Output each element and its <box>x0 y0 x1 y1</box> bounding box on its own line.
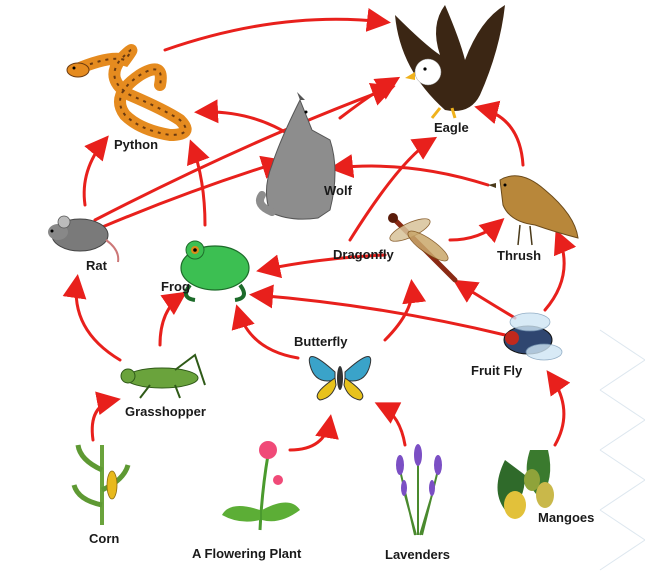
arrow-fruitfly-thrush <box>543 229 577 312</box>
arrow-grasshopper-frog <box>158 291 187 347</box>
dragonfly-illustration <box>388 213 458 283</box>
label-mangoes: Mangoes <box>538 510 595 525</box>
lavenders-illustration <box>396 444 442 536</box>
label-rat: Rat <box>86 258 107 273</box>
arrow-dragonfly-thrush <box>448 217 505 243</box>
arrow-fruitfly-frog <box>249 284 507 337</box>
label-python: Python <box>114 137 159 152</box>
arrow-wolf-eagle <box>338 76 401 120</box>
arrow-dragonfly-eagle <box>348 136 438 242</box>
thrush-illustration <box>488 175 579 246</box>
label-grasshopper: Grasshopper <box>125 404 206 419</box>
label-corn: Corn <box>89 531 120 546</box>
arrow-rat-python <box>82 135 109 207</box>
arrow-lavenders-butterfly <box>374 402 407 447</box>
wolf-illustration <box>256 92 336 220</box>
fruitfly-illustration <box>503 312 563 361</box>
grasshopper-illustration <box>120 353 206 399</box>
arrow-rat-eagle <box>93 83 396 222</box>
arrow-python-eagle <box>163 8 391 52</box>
label-wolf: Wolf <box>324 183 352 198</box>
arrow-wolf-python <box>194 99 292 137</box>
label-eagle: Eagle <box>434 120 469 135</box>
eagle-illustration <box>395 5 505 119</box>
arrow-butterfly-dragonfly <box>383 279 427 342</box>
arrow-dragonfly-frog <box>256 253 387 279</box>
arrow-thrush-wolf <box>329 154 490 187</box>
arrow-plant-butterfly <box>288 414 339 452</box>
butterfly-illustration <box>308 356 372 401</box>
label-butterfly: Butterfly <box>294 334 348 349</box>
arrow-rat-wolf <box>98 155 286 230</box>
decorative-pattern <box>599 329 645 571</box>
arrow-grasshopper-rat <box>62 274 122 362</box>
frog-illustration <box>180 240 250 302</box>
rat-illustration <box>48 215 120 263</box>
python-illustration <box>66 44 192 142</box>
arrow-mangoes-fruitfly <box>546 370 571 447</box>
label-lavenders: Lavenders <box>385 547 451 562</box>
label-frog: Frog <box>161 279 190 294</box>
label-dragonfly: Dragonfly <box>333 247 394 262</box>
arrow-thrush-eagle <box>474 100 525 167</box>
label-thrush: Thrush <box>497 248 542 263</box>
arrow-butterfly-frog <box>231 304 300 360</box>
arrow-corn-grasshopper <box>90 391 121 442</box>
label-flowering-plant: A Flowering Plant <box>192 546 302 561</box>
flowering-plant-illustration <box>222 441 300 531</box>
label-fruit-fly: Fruit Fly <box>471 363 523 378</box>
energy-flow-arrows <box>62 8 577 452</box>
arrow-fruitfly-dragonfly <box>452 279 517 320</box>
mangoes-illustration <box>497 450 554 519</box>
arrow-frog-python <box>187 139 210 227</box>
corn-illustration <box>71 444 131 525</box>
